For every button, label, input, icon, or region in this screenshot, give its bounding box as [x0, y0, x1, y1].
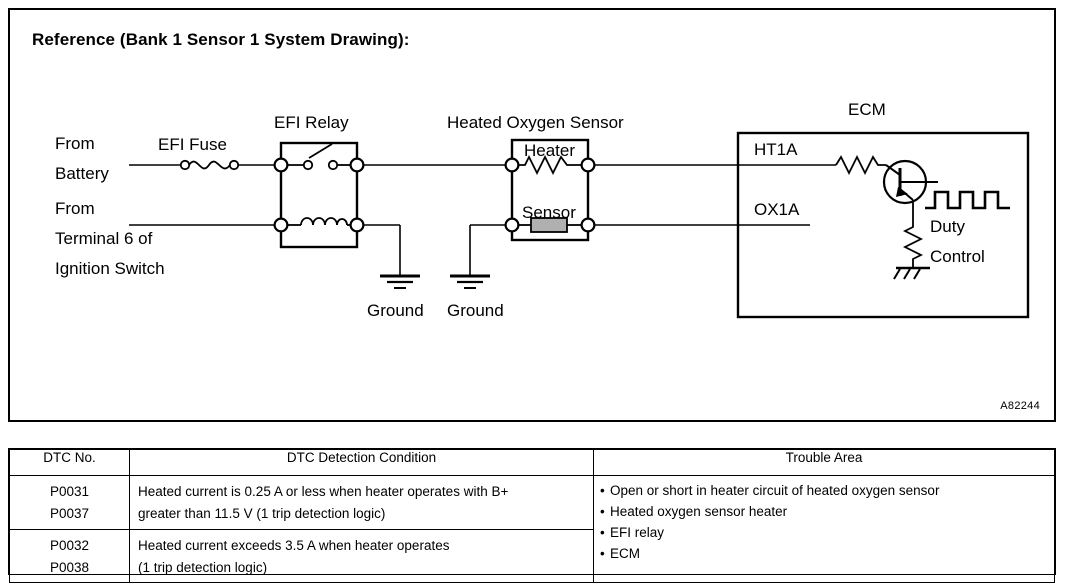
list-item: • Heated oxygen sensor heater: [600, 502, 1048, 523]
label-from-battery-line2: Battery: [55, 164, 109, 183]
bullet-icon: •: [600, 545, 605, 561]
trouble-area-text: EFI relay: [610, 524, 665, 540]
relay-ground-wire: [363, 224, 401, 275]
sensor-to-ecm-wires: [594, 164, 836, 226]
dtc-code: P0032: [49, 537, 90, 553]
label-efi-relay: EFI Relay: [274, 113, 349, 132]
duty-control-waveform: [925, 190, 1010, 210]
label-ecm: ECM: [848, 100, 886, 119]
figure-code: A82244: [1000, 400, 1040, 412]
list-item: • Open or short in heater circuit of heat…: [600, 481, 1048, 502]
label-ground-right: Ground: [447, 301, 504, 320]
label-duty-line1: Duty: [930, 217, 965, 236]
label-from-ignition-line1: From: [55, 199, 95, 218]
bullet-icon: •: [600, 483, 605, 498]
label-ground-left: Ground: [367, 301, 424, 320]
table-row: P0032 P0038 Heated current exceeds 3.5 A…: [9, 528, 1055, 583]
detection-condition-row-1: Heated current is 0.25 A or less when he…: [129, 475, 594, 530]
condition-line: (1 trip detection logic): [138, 559, 268, 575]
efi-relay-box: [279, 141, 359, 249]
ground-symbol-relay: [380, 274, 420, 289]
header-trouble-area: Trouble Area: [593, 449, 1055, 476]
label-heated-oxygen-sensor: Heated Oxygen Sensor: [447, 113, 624, 132]
label-ht1a: HT1A: [754, 140, 798, 159]
sensor-ground-wire: [469, 224, 506, 275]
bullet-icon: •: [600, 503, 605, 519]
dtc-code: P0037: [49, 505, 90, 521]
trouble-area-cell: • Open or short in heater circuit of heat…: [593, 474, 1055, 583]
efi-fuse-symbol: [179, 159, 240, 171]
ecm-resistor: [835, 154, 886, 176]
dtc-codes-row-2: P0032 P0038: [9, 528, 130, 583]
wiring-diagram: From Battery EFI Fuse EFI Relay From Ter…: [10, 10, 1054, 420]
trouble-area-text: Heated oxygen sensor heater: [610, 503, 788, 519]
dtc-table: DTC No. DTC Detection Condition Trouble …: [8, 448, 1056, 583]
relay-switch-contact: [287, 143, 351, 171]
label-from-ignition-line3: Ignition Switch: [55, 259, 165, 278]
ecm-box: [736, 131, 1030, 319]
label-efi-fuse: EFI Fuse: [158, 135, 227, 154]
trouble-area-text: Open or short in heater circuit of heate…: [610, 483, 940, 498]
dtc-code: P0038: [49, 559, 90, 575]
ecm-pulldown-resistor: [902, 222, 924, 267]
sensor-element: [504, 217, 596, 233]
label-heater: Heater: [524, 141, 575, 160]
heater-resistor: [504, 154, 596, 176]
dtc-codes-row-1: P0031 P0037: [9, 475, 130, 530]
table-header-row: DTC No. DTC Detection Condition Trouble …: [9, 449, 1055, 476]
relay-coil: [288, 217, 351, 226]
condition-line: greater than 11.5 V (1 trip detection lo…: [138, 505, 386, 521]
ecm-transistor: [882, 159, 938, 205]
label-duty-line2: Control: [930, 247, 985, 266]
page-title: Reference (Bank 1 Sensor 1 System Drawin…: [32, 30, 410, 49]
condition-line: Heated current is 0.25 A or less when he…: [138, 484, 509, 499]
list-item: • ECM: [600, 544, 1048, 565]
list-item: • EFI relay: [600, 523, 1048, 544]
ecm-chassis-ground: [893, 266, 930, 280]
relay-terminal-nodes-top: [273, 157, 365, 173]
detection-condition-row-2: Heated current exceeds 3.5 A when heater…: [129, 528, 594, 583]
trouble-area-text: ECM: [610, 545, 640, 561]
label-ox1a: OX1A: [754, 200, 800, 219]
reference-diagram-panel: Reference (Bank 1 Sensor 1 System Drawin…: [8, 8, 1056, 422]
table-row: P0031 P0037 Heated current is 0.25 A or …: [9, 474, 1055, 583]
ground-symbol-sensor: [450, 274, 490, 289]
heated-oxygen-sensor-box: [510, 138, 590, 242]
header-detection-condition: DTC Detection Condition: [129, 449, 594, 476]
condition-line: Heated current exceeds 3.5 A when heater…: [138, 537, 450, 553]
header-dtc-no: DTC No.: [9, 449, 130, 476]
relay-terminal-nodes-bottom: [273, 217, 365, 233]
label-from-ignition-line2: Terminal 6 of: [55, 229, 153, 248]
label-from-battery-line1: From: [55, 134, 95, 153]
bullet-icon: •: [600, 524, 605, 540]
dtc-code: P0031: [49, 484, 90, 499]
